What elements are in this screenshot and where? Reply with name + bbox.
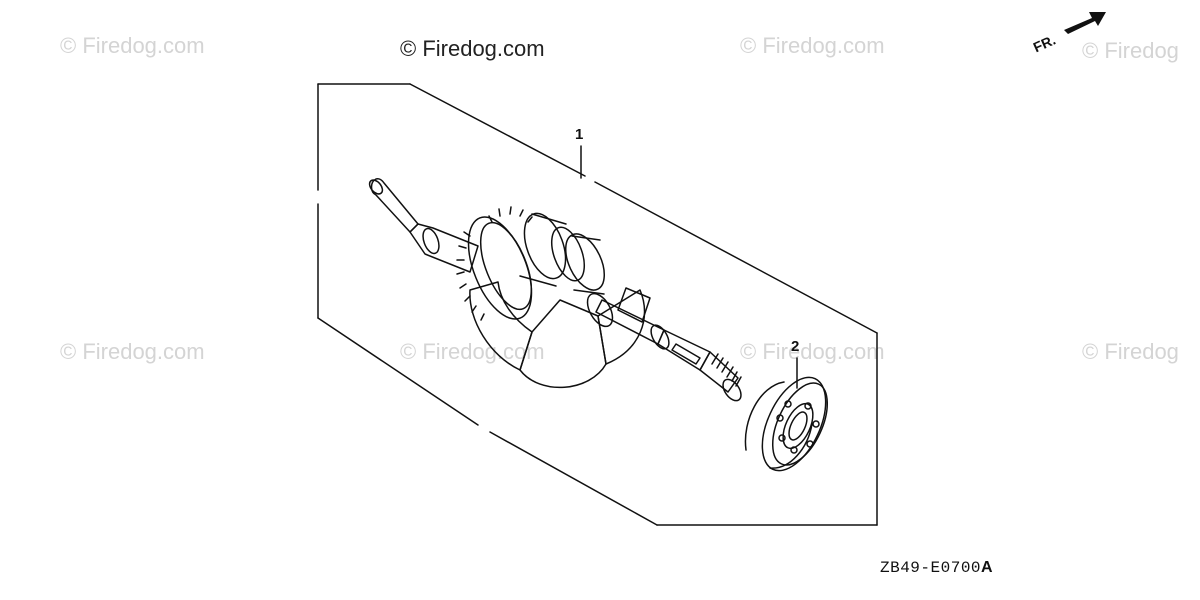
watermark-top-center: © Firedog.com — [400, 36, 545, 61]
watermark-mid-edge: © Firedog — [1082, 339, 1179, 364]
callout-bearing: 2 — [791, 338, 800, 355]
watermark-mid-right: © Firedog.com — [740, 339, 885, 364]
watermark-top-left: © Firedog.com — [60, 33, 205, 58]
watermark-mid-left: © Firedog.com — [60, 339, 205, 364]
front-arrow-icon — [1064, 12, 1106, 34]
watermark-mid-center: © Firedog.com — [400, 339, 545, 364]
diagram-code-suffix: A — [981, 559, 994, 576]
diagram-code-prefix: ZB49-E0700 — [880, 559, 982, 577]
watermark-top-right: © Firedog.com — [740, 33, 885, 58]
watermark-top-edge: © Firedog — [1082, 38, 1179, 63]
diagram-code: ZB49-E0700A — [880, 559, 993, 577]
callout-crankshaft: 1 — [575, 126, 584, 143]
